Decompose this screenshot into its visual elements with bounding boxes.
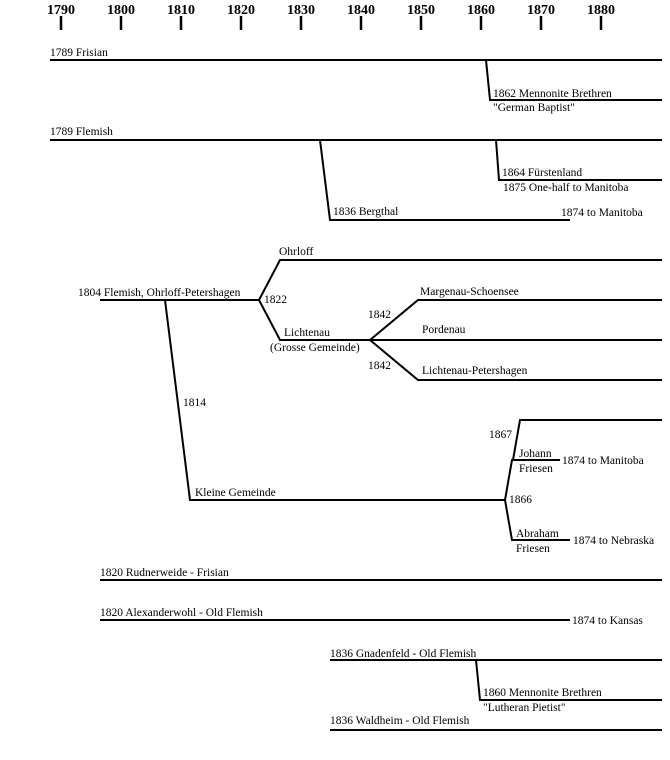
flemish-ohrloff-label: 1804 Flemish, Ohrloff-Petershagen: [78, 287, 241, 299]
year-1842-lower-label: 1842: [368, 360, 391, 372]
year-1842-upper-label: 1842: [368, 309, 391, 321]
year-label-1820: 1820: [227, 3, 255, 18]
branch-1867-line: [512, 419, 662, 461]
lichtenau-petershagen-line: [369, 339, 662, 381]
johann-friesen-line: [504, 459, 560, 501]
german-baptist-label: "German Baptist": [493, 102, 575, 114]
year-1866-label: 1866: [509, 494, 532, 506]
rudnerweide-branch: 1820 Rudnerweide - Frisian: [100, 567, 662, 581]
mennonite-brethren-1862-label: 1862 Mennonite Brethren: [493, 88, 612, 100]
pordenau-label: Pordenau: [422, 324, 466, 336]
lutheran-pietist-label: "Lutheran Pietist": [483, 702, 566, 714]
alexanderwohl-label: 1820 Alexanderwohl - Old Flemish: [100, 607, 263, 619]
year-label-1790: 1790: [47, 3, 75, 18]
kleine-gemeinde-line: [164, 299, 505, 501]
year-label-1810: 1810: [167, 3, 195, 18]
ohrloff-label: Ohrloff: [279, 246, 313, 258]
flemish-branch: 1789 Flemish 1864 Fürstenland 1875 One-h…: [50, 126, 662, 221]
waldheim-branch: 1836 Waldheim - Old Flemish: [330, 715, 662, 731]
kleine-gemeinde-label: Kleine Gemeinde: [195, 487, 276, 499]
johann-friesen-label: Friesen: [519, 463, 553, 475]
mennonite-brethren-1862-line: [485, 59, 662, 101]
ohrloff-petershagen-branch: 1804 Flemish, Ohrloff-Petershagen Ohrlof…: [78, 246, 662, 555]
alexanderwohl-branch: 1820 Alexanderwohl - Old Flemish 1874 to…: [100, 607, 643, 627]
mennonite-brethren-1860-label: 1860 Mennonite Brethren: [483, 687, 602, 699]
gnadenfeld-branch: 1836 Gnadenfeld - Old Flemish 1860 Menno…: [330, 648, 662, 714]
bergthal-label: 1836 Bergthal: [333, 206, 398, 218]
year-axis: 1790 1800 1810 1820 1830 1840 1850 1860 …: [47, 3, 615, 30]
year-label-1830: 1830: [287, 3, 315, 18]
waldheim-label: 1836 Waldheim - Old Flemish: [330, 715, 470, 727]
lichtenau-line: [258, 299, 370, 341]
abraham-to-nebraska-label: 1874 to Nebraska: [573, 535, 654, 547]
year-label-1870: 1870: [527, 3, 555, 18]
flemish-label: 1789 Flemish: [50, 126, 113, 138]
furstenland-label: 1864 Fürstenland: [502, 167, 582, 179]
year-label-1840: 1840: [347, 3, 375, 18]
lichtenau-petershagen-label: Lichtenau-Petershagen: [422, 365, 528, 377]
johann-to-manitoba-label: 1874 to Manitoba: [562, 455, 644, 467]
year-1814-label: 1814: [183, 397, 206, 409]
abraham-label: Abraham: [516, 528, 559, 540]
grosse-gemeinde-label: (Grosse Gemeinde): [270, 342, 360, 354]
lichtenau-label: Lichtenau: [284, 327, 330, 339]
year-label-1860: 1860: [467, 3, 495, 18]
margenau-schoensee-label: Margenau-Schoensee: [420, 286, 519, 298]
abraham-friesen-line: [504, 499, 570, 541]
year-1822-label: 1822: [264, 294, 287, 306]
year-1867-label: 1867: [489, 429, 512, 441]
margenau-schoensee-line: [369, 299, 662, 341]
one-half-to-manitoba-label: 1875 One-half to Manitoba: [503, 182, 629, 194]
year-label-1880: 1880: [587, 3, 615, 18]
ohrloff-line: [258, 259, 662, 301]
frisian-label: 1789 Frisian: [50, 47, 108, 59]
abraham-friesen-label: Friesen: [516, 543, 550, 555]
year-label-1800: 1800: [107, 3, 135, 18]
rudnerweide-label: 1820 Rudnerweide - Frisian: [100, 567, 229, 579]
year-label-1850: 1850: [407, 3, 435, 18]
alexanderwohl-to-kansas-label: 1874 to Kansas: [572, 615, 643, 627]
bergthal-line: [319, 139, 570, 221]
johann-label: Johann: [519, 448, 552, 460]
frisian-branch: 1789 Frisian 1862 Mennonite Brethren "Ge…: [50, 47, 662, 114]
gnadenfeld-label: 1836 Gnadenfeld - Old Flemish: [330, 648, 477, 660]
mennonite-brethren-1860-line: [475, 659, 662, 701]
bergthal-to-manitoba-label: 1874 to Manitoba: [561, 207, 643, 219]
furstenland-line: [495, 139, 662, 181]
